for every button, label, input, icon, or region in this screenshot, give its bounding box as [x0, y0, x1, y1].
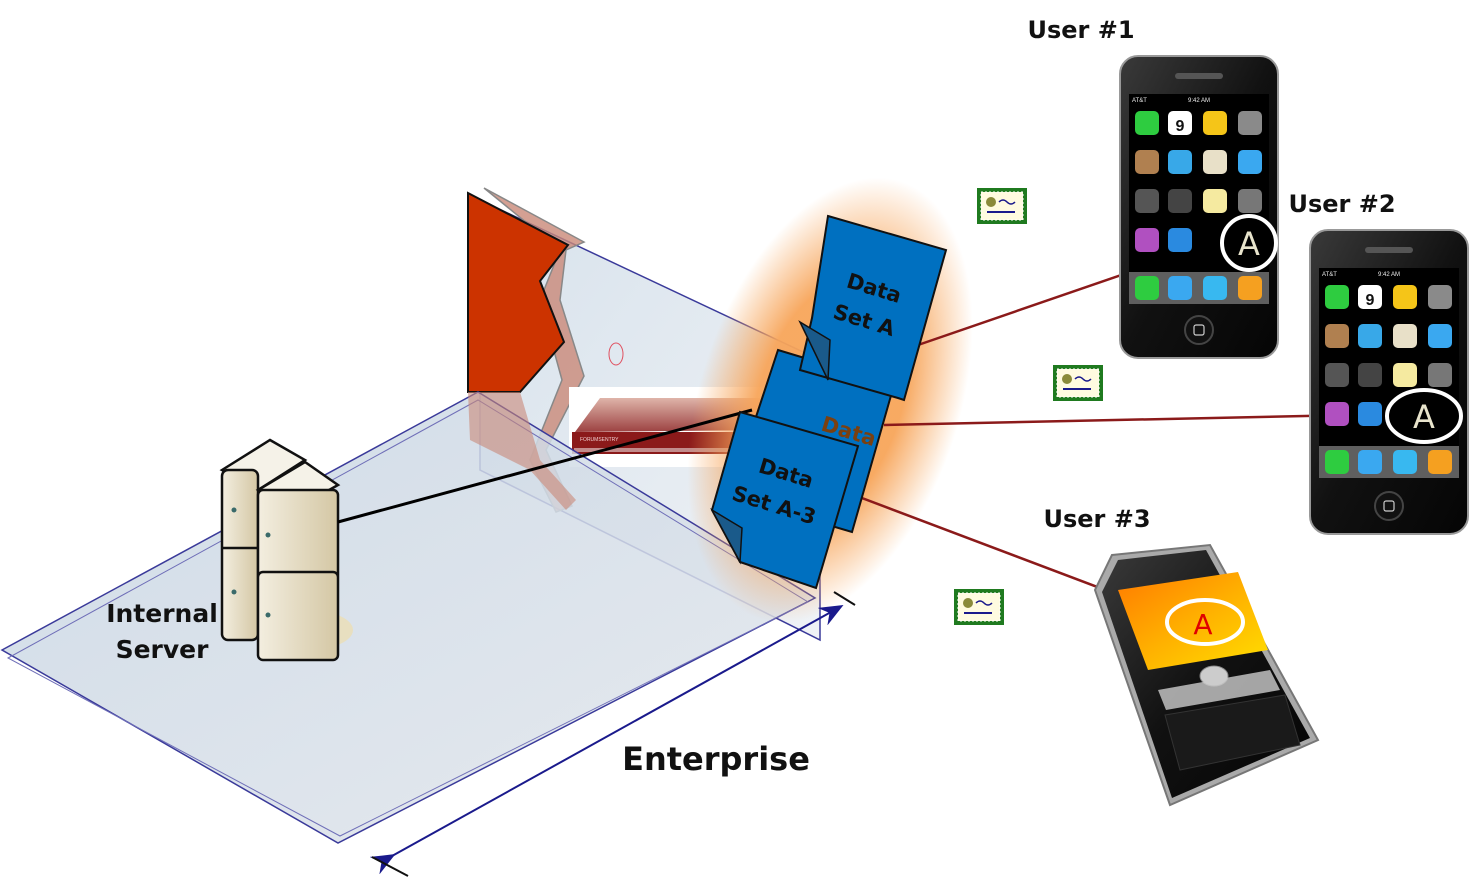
- firewall-icon: [467, 187, 586, 513]
- user-2-label: User #2: [1288, 190, 1395, 218]
- user-1-iphone: AT&T 9:42 AM 9 A: [1119, 55, 1279, 359]
- user-3-badge: A: [1193, 608, 1212, 641]
- enterprise-label: Enterprise: [622, 740, 810, 778]
- user-2-badge: A: [1413, 398, 1435, 436]
- certificate-icon: [977, 188, 1027, 224]
- dimension-tick-start: [371, 856, 409, 877]
- server-label-line1: Internal: [106, 599, 218, 628]
- carrier-text: AT&T: [1322, 272, 1337, 278]
- user-1-badge: A: [1238, 225, 1260, 263]
- time-text: 9:42 AM: [1188, 98, 1210, 104]
- time-text: 9:42 AM: [1378, 272, 1400, 278]
- app-grid: 9: [1135, 111, 1262, 252]
- data-set-a-3: Data Set A-3: [710, 410, 860, 590]
- certificate-icon: [954, 589, 1004, 625]
- certificate-icon: [1053, 365, 1103, 401]
- calendar-day: 9: [1176, 118, 1185, 135]
- enterprise-dimension-arrow: [369, 605, 844, 875]
- server-to-dataset-link: [337, 408, 753, 524]
- firewall-reflection: [468, 392, 576, 510]
- carrier-text: AT&T: [1132, 98, 1147, 104]
- data-set-a: Data Set A: [798, 214, 948, 402]
- user-1-badge-ring: [1220, 214, 1278, 272]
- user-3-blackberry: A: [1093, 543, 1320, 807]
- user-2-badge-ring: [1385, 388, 1463, 444]
- app-grid: 9: [1325, 285, 1452, 426]
- user-2-iphone: AT&T 9:42 AM 9 A: [1309, 229, 1469, 535]
- user-1-label: User #1: [1027, 16, 1134, 44]
- calendar-day: 9: [1366, 292, 1375, 309]
- server-label-line2: Server: [116, 635, 210, 664]
- user-3-badge-ring: [1165, 598, 1245, 646]
- keyboard: [1164, 694, 1301, 771]
- internal-server-icon: [219, 438, 353, 662]
- user-3-label: User #3: [1043, 505, 1150, 533]
- dimension-tick-end: [833, 591, 856, 606]
- marker-ellipse: [608, 342, 624, 366]
- appliance-brand: FORUMSENTRY: [580, 437, 619, 443]
